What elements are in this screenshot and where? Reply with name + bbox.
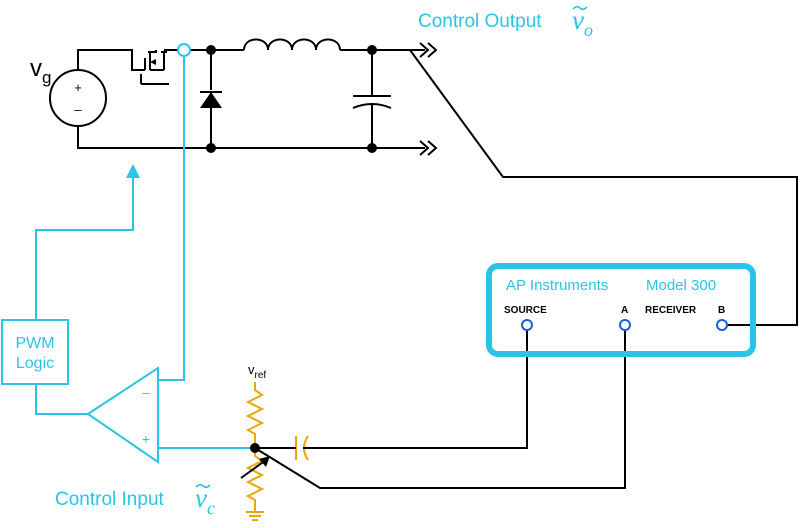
junction-dot [206, 143, 216, 153]
port-a-jack[interactable] [619, 319, 631, 331]
analyzer-frame [486, 263, 756, 357]
source-top-wire [77, 49, 133, 70]
pwm-label-line1: PWM [15, 335, 54, 352]
voltage-source: + – [49, 69, 107, 127]
pwm-drive-wire [35, 178, 134, 320]
junction-dot [206, 45, 216, 55]
frequency-response-analyzer: AP Instruments Model 300 SOURCE A RECEIV… [486, 263, 756, 357]
opamp-plus-sign: + [142, 431, 150, 447]
analyzer-model: Model 300 [646, 277, 716, 294]
feedback-test-point [177, 43, 191, 57]
resistor-bottom [245, 448, 265, 512]
gate-arrow-icon [126, 164, 140, 178]
opamp-output-wire [35, 384, 88, 415]
control-input-label: Control Input [55, 489, 165, 510]
junction-dot [367, 143, 377, 153]
source-minus-sign: – [74, 102, 82, 117]
port-b-jack[interactable] [716, 319, 728, 331]
feedback-wire [158, 56, 185, 381]
control-input-symbol: vc [195, 483, 215, 518]
opamp [86, 366, 159, 464]
port-label-source: SOURCE [504, 305, 547, 316]
tilde-icon [572, 5, 588, 11]
opamp-minus-sign: – [142, 384, 150, 400]
junction-dot [250, 443, 260, 453]
inductor [243, 38, 341, 51]
analyzer-brand: AP Instruments [506, 277, 608, 294]
mosfet-switch [131, 50, 169, 85]
diode-icon [200, 92, 222, 108]
output-terminal-top [419, 42, 438, 58]
output-terminal-bottom [419, 140, 438, 156]
arrowhead-icon [259, 456, 270, 467]
vref-label: vref [248, 362, 266, 381]
port-label-receiver: RECEIVER [645, 305, 697, 316]
output-probe-wire [409, 49, 798, 326]
pwm-logic-box [1, 319, 69, 385]
mosfet-arrow [150, 59, 156, 65]
source-probe-wire [303, 325, 528, 449]
port-label-a: A [621, 305, 628, 316]
tilde-icon [195, 483, 211, 489]
variable-resistor-arrow [240, 459, 267, 479]
control-loop [1, 43, 255, 464]
port-source-jack[interactable] [521, 319, 533, 331]
control-output-label: Control Output [418, 11, 542, 32]
channel-a-probe-wire [254, 325, 626, 489]
port-label-b: B [718, 305, 725, 316]
pwm-label-line2: Logic [16, 355, 54, 372]
junction-dot [367, 45, 377, 55]
control-output-symbol: vo [572, 5, 593, 40]
power-stage [77, 38, 798, 326]
source-plus-sign: + [74, 80, 82, 95]
bottom-rail-wire [77, 126, 425, 149]
vg-label: vg [30, 55, 51, 87]
resistor-top [245, 382, 265, 448]
